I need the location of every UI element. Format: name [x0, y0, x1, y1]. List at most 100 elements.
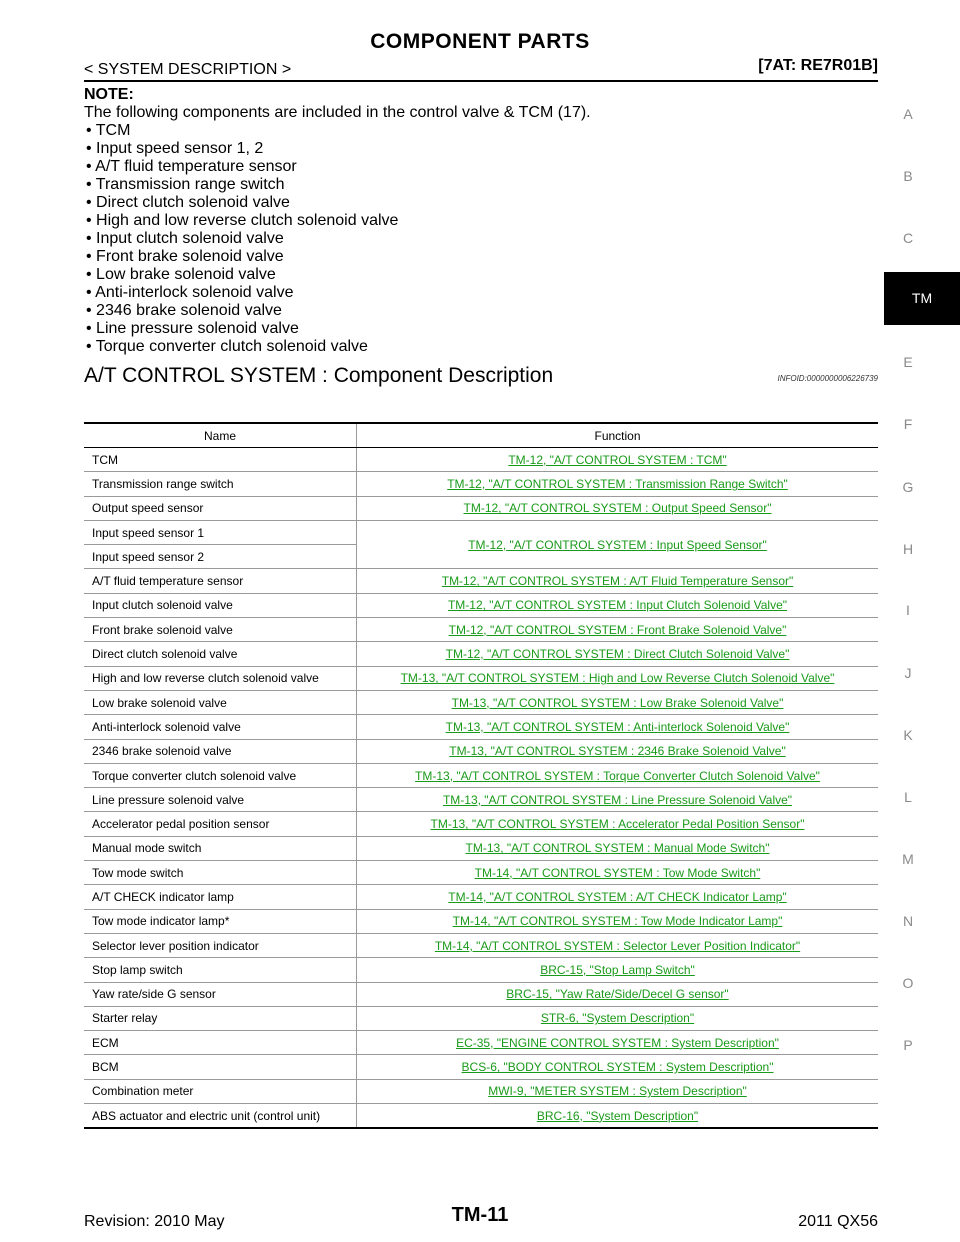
- component-function: TM-14, "A/T CONTROL SYSTEM : A/T CHECK I…: [356, 884, 878, 910]
- side-index-letter[interactable]: H: [902, 541, 914, 557]
- note-list-item: High and low reverse clutch solenoid val…: [84, 212, 874, 230]
- table-row: Anti-interlock solenoid valve TM-13, "A/T…: [84, 714, 878, 740]
- function-reference-link[interactable]: STR-6, "System Description": [540, 1011, 695, 1026]
- component-name: Line pressure solenoid valve: [84, 787, 357, 813]
- component-name: ABS actuator and electric unit (control …: [84, 1103, 357, 1129]
- table-row: Input clutch solenoid valve TM-12, "A/T C…: [84, 593, 878, 619]
- component-name: Direct clutch solenoid valve: [84, 641, 357, 667]
- function-reference-link[interactable]: TM-13, "A/T CONTROL SYSTEM : Line Pressu…: [442, 792, 793, 807]
- page-title: COMPONENT PARTS: [370, 30, 590, 53]
- note-heading: NOTE:: [84, 86, 134, 103]
- function-reference-link[interactable]: TM-12, "A/T CONTROL SYSTEM : A/T Fluid T…: [441, 574, 794, 589]
- note-list-item: A/T fluid temperature sensor: [84, 158, 874, 176]
- side-index-letter[interactable]: F: [903, 416, 913, 432]
- note-list-item: Anti-interlock solenoid valve: [84, 284, 874, 302]
- side-index-letter[interactable]: L: [904, 789, 912, 805]
- side-index-letter[interactable]: N: [902, 913, 914, 929]
- note-list: TCMInput speed sensor 1, 2A/T fluid temp…: [84, 122, 874, 356]
- info-id: INFOID:0000000006226739: [777, 374, 878, 383]
- function-reference-link[interactable]: TM-13, "A/T CONTROL SYSTEM : Low Brake S…: [451, 695, 784, 710]
- component-function: BRC-15, "Stop Lamp Switch": [356, 957, 878, 983]
- function-reference-link[interactable]: TM-13, "A/T CONTROL SYSTEM : High and Lo…: [400, 671, 835, 686]
- side-index-letter[interactable]: B: [903, 168, 913, 184]
- note-list-item: Input clutch solenoid valve: [84, 230, 874, 248]
- side-index-letter[interactable]: P: [903, 1037, 913, 1053]
- function-reference-link[interactable]: TM-12, "A/T CONTROL SYSTEM : Input Clutc…: [447, 598, 788, 613]
- side-index-letter[interactable]: K: [903, 727, 913, 743]
- side-index-active-tab[interactable]: TM: [884, 272, 960, 325]
- note-list-item: Low brake solenoid valve: [84, 266, 874, 284]
- side-index-letter[interactable]: G: [902, 479, 914, 495]
- note-list-item: TCM: [84, 122, 874, 140]
- function-reference-link[interactable]: TM-13, "A/T CONTROL SYSTEM : 2346 Brake …: [449, 744, 786, 759]
- function-reference-link[interactable]: TM-13, "A/T CONTROL SYSTEM : Manual Mode…: [465, 841, 770, 856]
- component-function: TM-13, "A/T CONTROL SYSTEM : Torque Conv…: [356, 763, 878, 789]
- component-name: Low brake solenoid valve: [84, 690, 357, 716]
- component-function: TM-13, "A/T CONTROL SYSTEM : Line Pressu…: [356, 787, 878, 813]
- function-reference-link[interactable]: TM-14, "A/T CONTROL SYSTEM : A/T CHECK I…: [448, 889, 787, 904]
- component-function: TM-14, "A/T CONTROL SYSTEM : Selector Le…: [356, 933, 878, 959]
- function-reference-link[interactable]: TM-12, "A/T CONTROL SYSTEM : Direct Clut…: [445, 647, 790, 662]
- component-function: MWI-9, "METER SYSTEM : System Descriptio…: [356, 1079, 878, 1105]
- function-reference-link[interactable]: TM-12, "A/T CONTROL SYSTEM : Transmissio…: [447, 476, 788, 491]
- function-reference-link[interactable]: TM-12, "A/T CONTROL SYSTEM : Output Spee…: [463, 501, 772, 516]
- function-reference-link[interactable]: TM-12, "A/T CONTROL SYSTEM : Input Speed…: [468, 537, 767, 552]
- component-name: Input speed sensor 2: [84, 544, 357, 570]
- function-reference-link[interactable]: MWI-9, "METER SYSTEM : System Descriptio…: [488, 1084, 747, 1099]
- column-header-name: Name: [84, 423, 357, 448]
- side-index-letter[interactable]: J: [904, 665, 912, 681]
- function-reference-link[interactable]: TM-13, "A/T CONTROL SYSTEM : Torque Conv…: [415, 768, 820, 783]
- section-heading: A/T CONTROL SYSTEM : Component Descripti…: [84, 364, 554, 387]
- function-reference-link[interactable]: TM-13, "A/T CONTROL SYSTEM : Anti-interl…: [445, 719, 790, 734]
- table-row: Input speed sensor 2: [84, 544, 878, 570]
- function-reference-link[interactable]: EC-35, "ENGINE CONTROL SYSTEM : System D…: [456, 1035, 779, 1050]
- note-list-item: 2346 brake solenoid valve: [84, 302, 874, 320]
- function-reference-link[interactable]: BRC-16, "System Description": [536, 1108, 699, 1123]
- component-name: Anti-interlock solenoid valve: [84, 714, 357, 740]
- function-reference-link[interactable]: TM-13, "A/T CONTROL SYSTEM : Accelerator…: [430, 817, 805, 832]
- function-reference-link[interactable]: BRC-15, "Stop Lamp Switch": [540, 962, 695, 977]
- function-reference-link[interactable]: BRC-15, "Yaw Rate/Side/Decel G sensor": [506, 987, 729, 1002]
- note-list-item: Input speed sensor 1, 2: [84, 140, 874, 158]
- component-function: TM-12, "A/T CONTROL SYSTEM : Input Clutc…: [356, 593, 878, 619]
- component-function: TM-12, "A/T CONTROL SYSTEM : A/T Fluid T…: [356, 568, 878, 594]
- model-label: [7AT: RE7R01B]: [758, 57, 878, 74]
- function-reference-link[interactable]: TM-14, "A/T CONTROL SYSTEM : Tow Mode Sw…: [474, 865, 761, 880]
- component-name: Tow mode indicator lamp*: [84, 909, 357, 934]
- function-reference-link[interactable]: TM-14, "A/T CONTROL SYSTEM : Tow Mode In…: [452, 914, 783, 929]
- component-name: 2346 brake solenoid valve: [84, 739, 357, 764]
- component-name: A/T fluid temperature sensor: [84, 568, 357, 594]
- side-index-letter[interactable]: E: [903, 354, 913, 370]
- side-index-letter[interactable]: I: [906, 602, 910, 618]
- component-name: Starter relay: [84, 1006, 357, 1032]
- function-reference-link[interactable]: BCS-6, "BODY CONTROL SYSTEM : System Des…: [461, 1060, 774, 1075]
- table-row: Direct clutch solenoid valve TM-12, "A/T …: [84, 641, 878, 667]
- side-index-letter[interactable]: C: [902, 230, 914, 246]
- function-reference-link[interactable]: TM-12, "A/T CONTROL SYSTEM : TCM": [508, 452, 727, 467]
- table-row: Transmission range switch TM-12, "A/T CON…: [84, 471, 878, 497]
- component-name: Input speed sensor 1: [84, 520, 357, 546]
- footer-page-number: TM-11: [451, 1204, 509, 1226]
- function-reference-link[interactable]: TM-14, "A/T CONTROL SYSTEM : Selector Le…: [434, 938, 801, 953]
- function-reference-link[interactable]: TM-12, "A/T CONTROL SYSTEM : Front Brake…: [448, 622, 787, 637]
- side-index-letter[interactable]: M: [902, 851, 914, 867]
- component-name: Transmission range switch: [84, 471, 357, 497]
- note-intro: The following components are included in…: [84, 104, 591, 121]
- table-row: High and low reverse clutch solenoid val…: [84, 666, 878, 691]
- component-function: TM-13, "A/T CONTROL SYSTEM : 2346 Brake …: [356, 739, 878, 764]
- side-index-letter[interactable]: O: [902, 975, 914, 991]
- side-index-letter[interactable]: A: [903, 106, 913, 122]
- component-name: Input clutch solenoid valve: [84, 593, 357, 619]
- component-name: Tow mode switch: [84, 860, 357, 886]
- note-list-item: Transmission range switch: [84, 176, 874, 194]
